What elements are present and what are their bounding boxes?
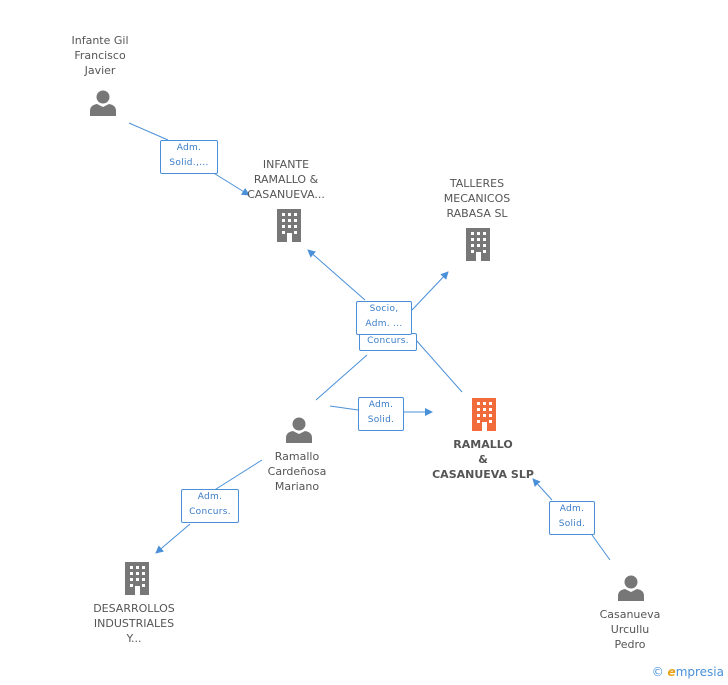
name-line: CASANUEVA SLP (432, 468, 534, 481)
relation-line: Adm. (368, 400, 394, 410)
copyright-symbol: © (651, 665, 664, 679)
name-line: INFANTE (262, 158, 310, 171)
name-line: RAMALLO (453, 438, 513, 451)
name-line: Casanueva (599, 608, 661, 621)
building-icon[interactable] (274, 209, 304, 243)
name-line: Cardeñosa (267, 465, 327, 478)
relation-label[interactable]: Socio, Adm. ... (356, 301, 412, 335)
relation-line: Solid. (558, 519, 586, 529)
relation-label[interactable]: Adm. Solid. (549, 501, 595, 535)
name-line: Francisco (74, 49, 126, 62)
node-label-main-company: RAMALLO & CASANUEVA SLP (418, 437, 548, 482)
relation-label[interactable]: Adm. Solid.,... (160, 140, 218, 174)
person-icon[interactable] (89, 88, 117, 116)
building-icon[interactable] (463, 228, 493, 262)
node-label-infante-gil: Infante Gil Francisco Javier (60, 33, 140, 78)
node-label-talleres: TALLERES MECANICOS RABASA SL (427, 176, 527, 221)
relation-line: Solid. (367, 415, 395, 425)
empresia-logo: © empresia (652, 665, 724, 679)
name-line: RABASA SL (446, 207, 508, 220)
relation-line: Adm. ... (365, 319, 403, 329)
person-icon[interactable] (285, 415, 313, 443)
node-label-infante-ramallo: INFANTE RAMALLO & CASANUEVA... (236, 157, 336, 202)
name-line: & (478, 453, 488, 466)
name-line: DESARROLLOS (93, 602, 175, 615)
person-icon[interactable] (617, 573, 645, 601)
name-line: Javier (84, 64, 116, 77)
node-label-casanueva: Casanueva Urcullu Pedro (590, 607, 670, 652)
relation-line: Concurs. (367, 336, 409, 346)
name-line: RAMALLO & (253, 173, 319, 186)
name-line: Ramallo (274, 450, 320, 463)
name-line: TALLERES (449, 177, 505, 190)
relation-line: Adm. (559, 504, 585, 514)
name-line: MECANICOS (443, 192, 511, 205)
brand-e: e (667, 665, 676, 679)
relation-label[interactable]: Concurs. (359, 333, 417, 351)
name-line: Pedro (614, 638, 646, 651)
relation-line: Adm. (176, 143, 202, 153)
relation-label[interactable]: Adm. Solid. (358, 397, 404, 431)
relation-label[interactable]: Adm. Concurs. (181, 489, 239, 523)
node-label-desarrollos: DESARROLLOS INDUSTRIALES Y... (84, 601, 184, 646)
name-line: Y... (126, 632, 142, 645)
relation-line: Concurs. (189, 507, 231, 517)
relation-line: Socio, (369, 304, 399, 314)
name-line: Infante Gil (71, 34, 129, 47)
name-line: CASANUEVA... (247, 188, 325, 201)
name-line: INDUSTRIALES (93, 617, 175, 630)
main-building-icon[interactable] (469, 398, 499, 432)
relation-line: Adm. (197, 492, 223, 502)
name-line: Mariano (274, 480, 320, 493)
node-label-ramallo-cardenosa: Ramallo Cardeñosa Mariano (257, 449, 337, 494)
name-line: Urcullu (610, 623, 650, 636)
brand-rest: mpresia (675, 665, 724, 679)
relation-line: Solid.,... (169, 158, 209, 168)
building-icon[interactable] (122, 562, 152, 596)
